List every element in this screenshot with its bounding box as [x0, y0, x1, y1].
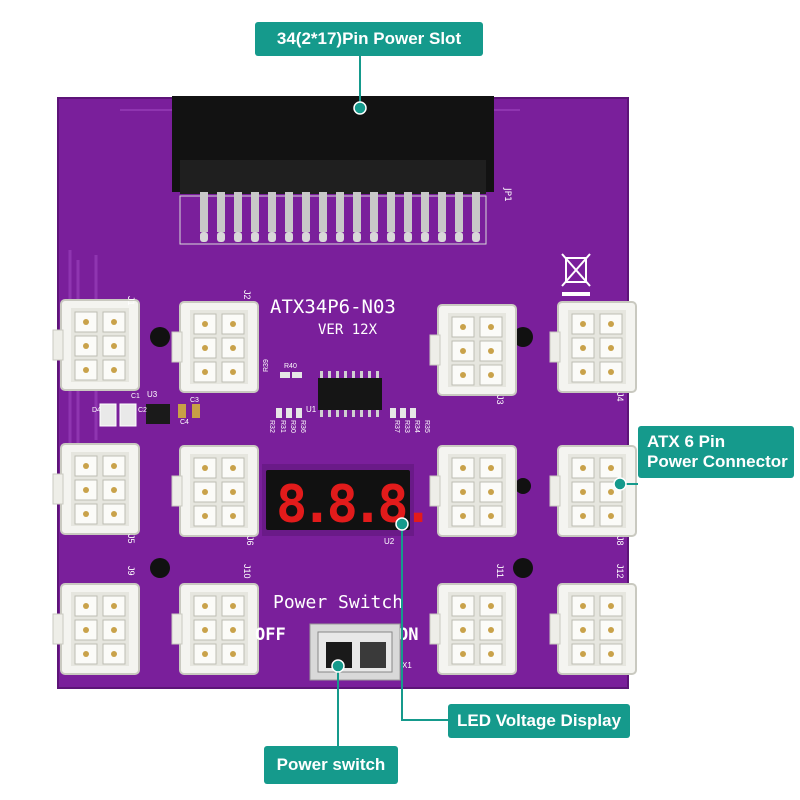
board-version: VER 12X: [318, 322, 378, 338]
svg-text:R40: R40: [284, 363, 297, 370]
switch-title: Power Switch: [273, 592, 403, 613]
mount-hole: [513, 558, 533, 578]
svg-text:C3: C3: [190, 397, 199, 404]
pcie-connector-j11: [429, 583, 517, 675]
pcie-connector-j5: [52, 443, 140, 535]
svg-text:C4: C4: [180, 419, 189, 426]
regulator-area: U3 C1 C2 C3 C4 D4: [92, 390, 200, 427]
callout-atx-line1: ATX 6 Pin: [647, 432, 726, 452]
svg-text:R36: R36: [299, 420, 306, 433]
pcie-connector-j8: [549, 445, 637, 537]
silk-j6: J6: [245, 536, 255, 546]
svg-text:R32: R32: [268, 420, 275, 433]
power-slot-connector: [172, 96, 494, 245]
silk-j5: J5: [126, 534, 136, 544]
callout-power-slot: 34(2*17)Pin Power Slot: [255, 22, 483, 56]
silk-j9: J9: [126, 566, 136, 576]
callout-atx-line2: Power Connector: [647, 452, 788, 471]
silk-jp1: JP1: [502, 187, 512, 202]
svg-text:C2: C2: [138, 407, 147, 414]
switch-off-label: OFF: [255, 625, 286, 645]
pcie-connector-j6: [171, 445, 259, 537]
silk-j1: J1: [126, 296, 136, 306]
svg-text:X1: X1: [402, 661, 412, 670]
silk-j10: J10: [242, 564, 252, 579]
pcie-connector-j9: [52, 583, 140, 675]
resistor-array: [276, 372, 416, 418]
callout-led-display-text: LED Voltage Display: [456, 711, 622, 731]
ic-u1: U1: [306, 371, 382, 417]
svg-text:D4: D4: [92, 407, 101, 414]
svg-text:R39: R39: [263, 359, 270, 372]
svg-text:U3: U3: [147, 390, 158, 399]
pcie-connector-j1: [52, 299, 140, 391]
callout-power-switch: Power switch: [264, 746, 398, 784]
silk-j11: J11: [495, 564, 505, 578]
pcie-connector-j7: [429, 445, 517, 537]
mount-hole: [150, 327, 170, 347]
switch-on-label: ON: [398, 625, 418, 645]
callout-power-switch-text: Power switch: [276, 755, 386, 775]
svg-text:U2: U2: [384, 537, 395, 546]
silk-j12: J12: [615, 564, 625, 579]
pcie-connector-j2: [171, 301, 259, 393]
callout-led-display: LED Voltage Display: [448, 704, 630, 738]
power-switch[interactable]: [309, 623, 401, 681]
svg-text:C1: C1: [131, 393, 140, 400]
pcie-connector-j3: [429, 304, 517, 396]
callout-power-slot-text: 34(2*17)Pin Power Slot: [276, 29, 462, 49]
silk-j3: J3: [495, 395, 505, 405]
svg-text:R37: R37: [393, 420, 400, 433]
svg-text:R30: R30: [289, 420, 296, 433]
pcie-connector-j4: [549, 301, 637, 393]
svg-text:U1: U1: [306, 405, 317, 414]
pcie-connector-j12: [549, 583, 637, 675]
callout-atx-connector: ATX 6 Pin Power Connector: [638, 426, 794, 478]
mount-hole: [150, 558, 170, 578]
weee-bin-icon: [561, 253, 591, 296]
mount-hole: [513, 327, 533, 347]
pcie-connector-j10: [171, 583, 259, 675]
svg-text:R33: R33: [403, 420, 410, 433]
silk-j8: J8: [615, 536, 625, 546]
svg-text:R35: R35: [423, 420, 430, 433]
svg-text:R31: R31: [279, 420, 286, 433]
mount-hole: [515, 478, 531, 494]
svg-text:R34: R34: [413, 420, 420, 433]
silk-j4: J4: [615, 392, 625, 402]
board-model: ATX34P6-N03: [270, 296, 396, 318]
silk-j2: J2: [242, 290, 252, 300]
